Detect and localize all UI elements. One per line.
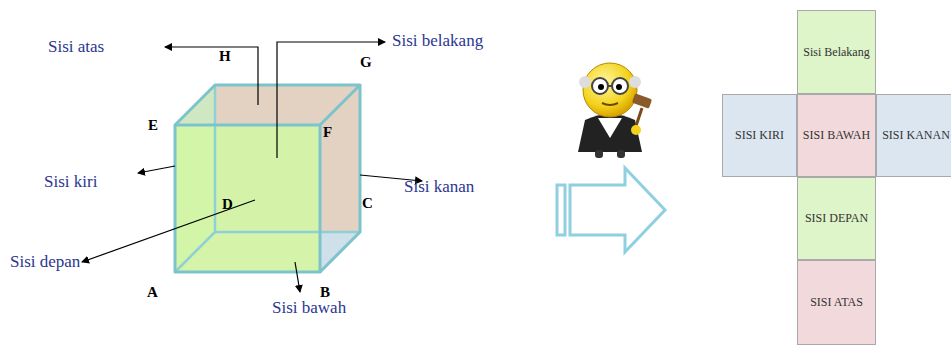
face-label: Sisi kanan: [404, 177, 474, 197]
vertex-letter: G: [360, 54, 372, 71]
face-label: Sisi depan: [10, 252, 80, 272]
hollow-arrow: [557, 168, 665, 252]
net-face-box: Sisi Belakang: [797, 10, 876, 94]
net-face-box: SISI KANAN: [876, 94, 951, 177]
face-label: Sisi belakang: [392, 31, 483, 51]
vertex-letter: F: [323, 124, 332, 141]
vertex-letter: C: [362, 195, 373, 212]
net-face-box: SISI BAWAH: [797, 94, 876, 177]
vertex-letter: H: [219, 48, 231, 65]
net-face-box: SISI DEPAN: [797, 177, 876, 260]
vertex-letter: D: [222, 196, 233, 213]
net-face-box: SISI ATAS: [797, 260, 876, 345]
face-label: Sisi atas: [48, 37, 104, 57]
face-name: Sisi Belakang: [801, 43, 871, 62]
net-face-box: SISI KIRI: [722, 94, 797, 177]
judge-emoji: [578, 63, 652, 158]
face-label: Sisi bawah: [272, 298, 346, 318]
face-name: SISI DEPAN: [803, 209, 870, 228]
face-name: SISI ATAS: [808, 293, 865, 312]
face-name: SISI KIRI: [733, 126, 786, 145]
face-name: SISI BAWAH: [801, 126, 872, 145]
vertex-letter: A: [147, 284, 158, 301]
face-name: SISI KANAN: [880, 126, 951, 145]
face-label: Sisi kiri: [44, 172, 97, 192]
vertex-letter: E: [148, 117, 158, 134]
